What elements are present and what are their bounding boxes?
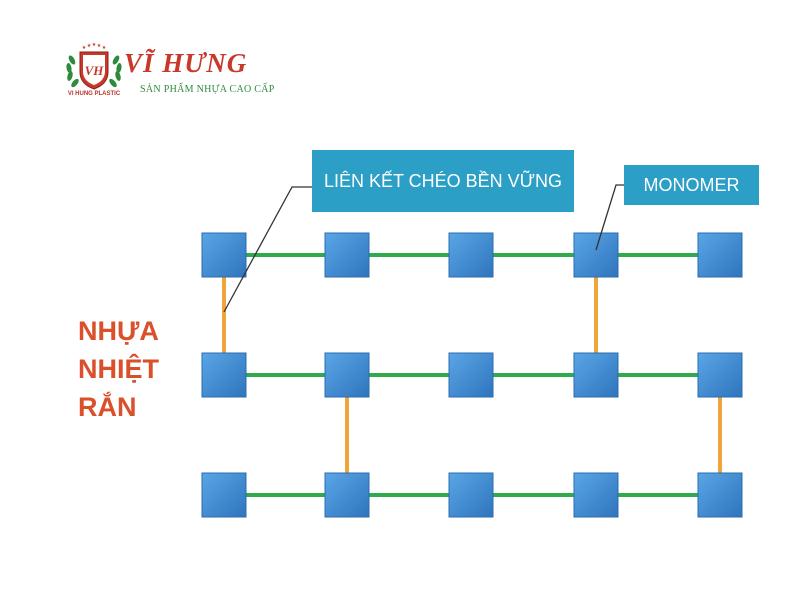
svg-text:★: ★ <box>102 45 107 51</box>
title-line-1: NHỰA <box>78 316 159 346</box>
diagram-title: NHỰA NHIỆT RẮN <box>78 312 188 426</box>
monomer <box>697 472 743 518</box>
monomer <box>697 232 743 278</box>
svg-text:★: ★ <box>97 43 102 49</box>
monomer <box>448 232 494 278</box>
monomer <box>201 352 247 398</box>
monomer <box>448 472 494 518</box>
monomer <box>324 352 370 398</box>
crosslink-leader-line <box>223 186 312 313</box>
brand-name: VĨ HƯNG <box>124 48 248 78</box>
title-line-2: NHIỆT <box>78 354 159 384</box>
brand-logo: ★★★ ★★ VH VI HUNG PLASTIC VĨ HƯNG SẢN PH… <box>58 42 298 102</box>
monomer <box>697 352 743 398</box>
title-line-3: RẮN <box>78 392 137 422</box>
brand-tagline: SẢN PHẨM NHỰA CAO CẤP <box>140 84 275 95</box>
brand-seal-icon: ★★★ ★★ VH <box>66 42 122 90</box>
monomer <box>324 232 370 278</box>
monomer <box>573 472 619 518</box>
svg-text:★: ★ <box>82 45 87 51</box>
svg-text:★: ★ <box>87 43 92 49</box>
monomer <box>201 472 247 518</box>
seal-caption: VI HUNG PLASTIC <box>67 91 121 97</box>
monomer <box>324 472 370 518</box>
crosslink-callout: LIÊN KẾT CHÉO BỀN VỮNG <box>312 150 574 212</box>
monomer <box>448 352 494 398</box>
monomer <box>201 232 247 278</box>
monomer-callout: MONOMER <box>624 165 759 205</box>
monomer-leader-line <box>595 184 624 251</box>
svg-text:★: ★ <box>92 42 97 48</box>
monomer <box>573 352 619 398</box>
seal-initials: VH <box>85 63 105 78</box>
monomer <box>573 232 619 278</box>
